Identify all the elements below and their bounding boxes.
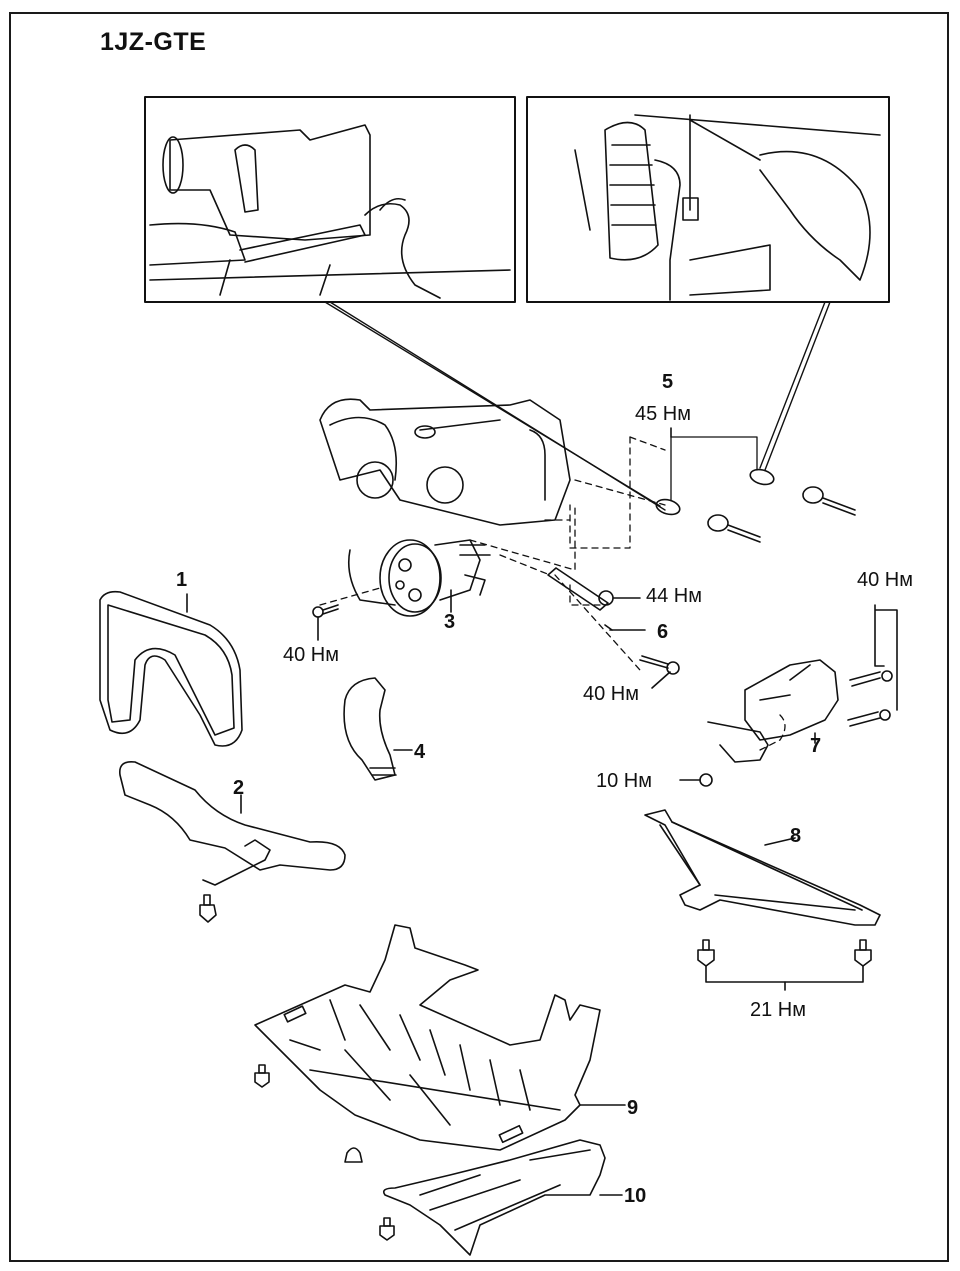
water-pipe [118,760,346,886]
pump-bolt [312,604,339,641]
pressure-fittings [655,427,856,543]
engine-block [319,398,571,606]
nut-44 [598,590,641,606]
torque-label-brace-bolts: 21 Нм [750,999,806,1021]
bracket-rod [547,567,646,631]
inset-right [526,96,890,303]
torque-label-pump-bolt: 40 Нм [283,644,339,666]
part-number-8: 8 [790,825,802,847]
starter-nut [679,773,713,787]
part-number-7: 7 [810,735,822,757]
brace [644,809,881,926]
brace-bolts [697,939,872,991]
engine-under-cover [254,924,626,1151]
torque-label-rod-bolt: 40 Нм [583,683,639,705]
pipe-bolt [199,894,217,923]
part-number-4: 4 [414,741,426,763]
power-steering-pump [379,539,491,617]
leader-inset-right [764,301,831,471]
torque-label-starter-bolts: 40 Нм [857,569,913,591]
part-number-9: 9 [627,1097,639,1119]
cover-bolts [254,1064,395,1241]
torque-label-nut: 44 Нм [646,585,702,607]
torque-label-starter-nut: 10 Нм [596,770,652,792]
under-cover-rear [382,1139,623,1256]
starter [707,604,898,763]
assembly-guide-lines [319,436,786,751]
inset-left [144,96,516,303]
drive-belt [99,590,243,747]
diagram-frame [9,12,949,1262]
part-number-2: 2 [233,777,245,799]
part-number-10: 10 [624,1185,647,1207]
torque-label-fitting: 45 Нм [635,403,691,425]
hose [343,677,413,781]
part-number-5: 5 [662,371,674,393]
part-number-1: 1 [176,569,188,591]
part-number-3: 3 [444,611,456,633]
rod-bolt [639,655,680,689]
part-number-6: 6 [657,621,669,643]
engine-title: 1JZ-GTE [100,28,207,56]
